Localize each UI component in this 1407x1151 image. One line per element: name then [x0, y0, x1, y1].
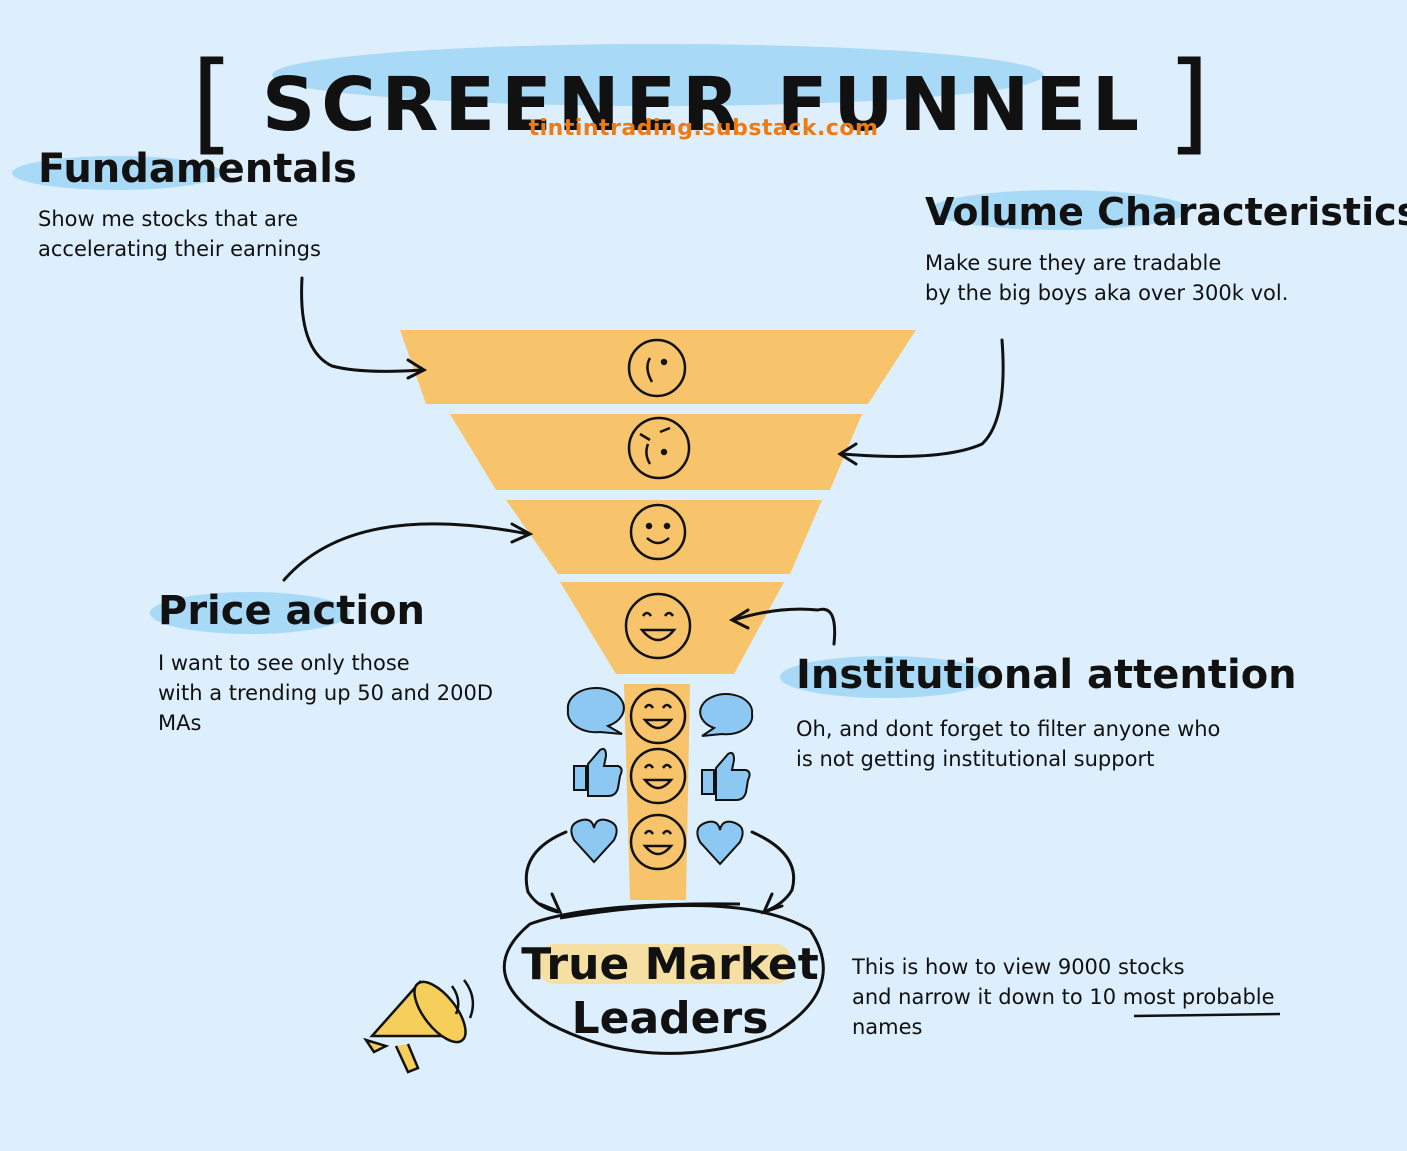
- fundamentals-highlight: [12, 156, 222, 190]
- price-highlight: [150, 592, 350, 634]
- funnel-band-2: [450, 414, 862, 490]
- page-title: [SCREENER FUNNEL]: [0, 28, 1407, 166]
- speech-bubble-icon: [566, 686, 625, 735]
- volume-line: by the big boys aka over 300k vol.: [925, 281, 1289, 305]
- funnel-band-4: [560, 582, 784, 674]
- title-highlight: [272, 44, 1044, 106]
- grin-face-icon: [624, 592, 692, 660]
- arrow-icon: [728, 607, 837, 646]
- note-line-1: This is how to view 9000 stocks: [852, 955, 1185, 979]
- price-line: I want to see only those: [158, 651, 410, 675]
- fundamentals-line: accelerating their earnings: [38, 237, 321, 261]
- angry-face-icon: [627, 416, 691, 480]
- price-heading: Price action: [158, 588, 426, 634]
- note-line-2-underlined: most probable: [1122, 985, 1275, 1009]
- subtitle-link[interactable]: tintintrading.substack.com: [528, 116, 879, 141]
- funnel-band-1: [400, 330, 916, 404]
- institutional-highlight: [780, 656, 990, 698]
- arrow-icon: [750, 830, 796, 915]
- laugh-face-icon: [629, 747, 687, 805]
- leaders-circle: [502, 902, 825, 1055]
- right-bracket: ]: [1167, 38, 1216, 166]
- megaphone-icon: [363, 979, 475, 1074]
- arrow-icon: [282, 522, 534, 582]
- volume-highlight: [930, 190, 1190, 230]
- institutional-heading: Institutional attention: [796, 652, 1297, 698]
- arrow-icon: [524, 830, 568, 915]
- note-underline: [1133, 1012, 1281, 1018]
- leaders-highlight: [540, 944, 790, 984]
- title-text: SCREENER FUNNEL: [261, 62, 1146, 148]
- volume-heading: Volume Characteristics: [925, 190, 1407, 234]
- thumbs-up-icon: [701, 751, 751, 801]
- price-desc: I want to see only those with a trending…: [158, 648, 493, 738]
- price-line: MAs: [158, 711, 202, 735]
- fundamentals-desc: Show me stocks that are accelerating the…: [38, 204, 321, 264]
- laugh-face-icon: [629, 687, 687, 745]
- speech-bubble-icon: [699, 693, 754, 737]
- institutional-desc: Oh, and dont forget to filter anyone who…: [796, 714, 1220, 774]
- institutional-line: Oh, and dont forget to filter anyone who: [796, 717, 1221, 741]
- heart-icon: [570, 818, 618, 864]
- true-market-leaders: True Market Leaders: [520, 938, 820, 1046]
- note-line-2: and narrow it down to 10 most probable: [852, 982, 1275, 1012]
- arrow-icon: [837, 338, 1005, 466]
- note-line-2-prefix: and narrow it down to 10: [852, 985, 1123, 1009]
- leaders-line-2: Leaders: [571, 993, 769, 1044]
- institutional-line: is not getting institutional support: [796, 747, 1155, 771]
- fundamentals-line: Show me stocks that are: [38, 207, 299, 231]
- thumbs-up-icon: [573, 747, 623, 797]
- price-line: with a trending up 50 and 200D: [158, 681, 494, 705]
- funnel-band-3: [506, 500, 822, 574]
- fundamentals-heading: Fundamentals: [38, 146, 357, 192]
- note-line-3: names: [852, 1015, 923, 1039]
- heart-icon: [696, 820, 744, 866]
- volume-line: Make sure they are tradable: [925, 251, 1222, 275]
- frown-face-icon: [627, 338, 687, 398]
- laugh-face-icon: [629, 813, 687, 871]
- leaders-line-1: True Market: [521, 939, 819, 990]
- smile-face-icon: [629, 503, 687, 561]
- arrow-icon: [300, 276, 428, 380]
- summary-note: This is how to view 9000 stocks and narr…: [852, 952, 1275, 1042]
- left-bracket: [: [191, 38, 240, 166]
- volume-desc: Make sure they are tradable by the big b…: [925, 248, 1288, 308]
